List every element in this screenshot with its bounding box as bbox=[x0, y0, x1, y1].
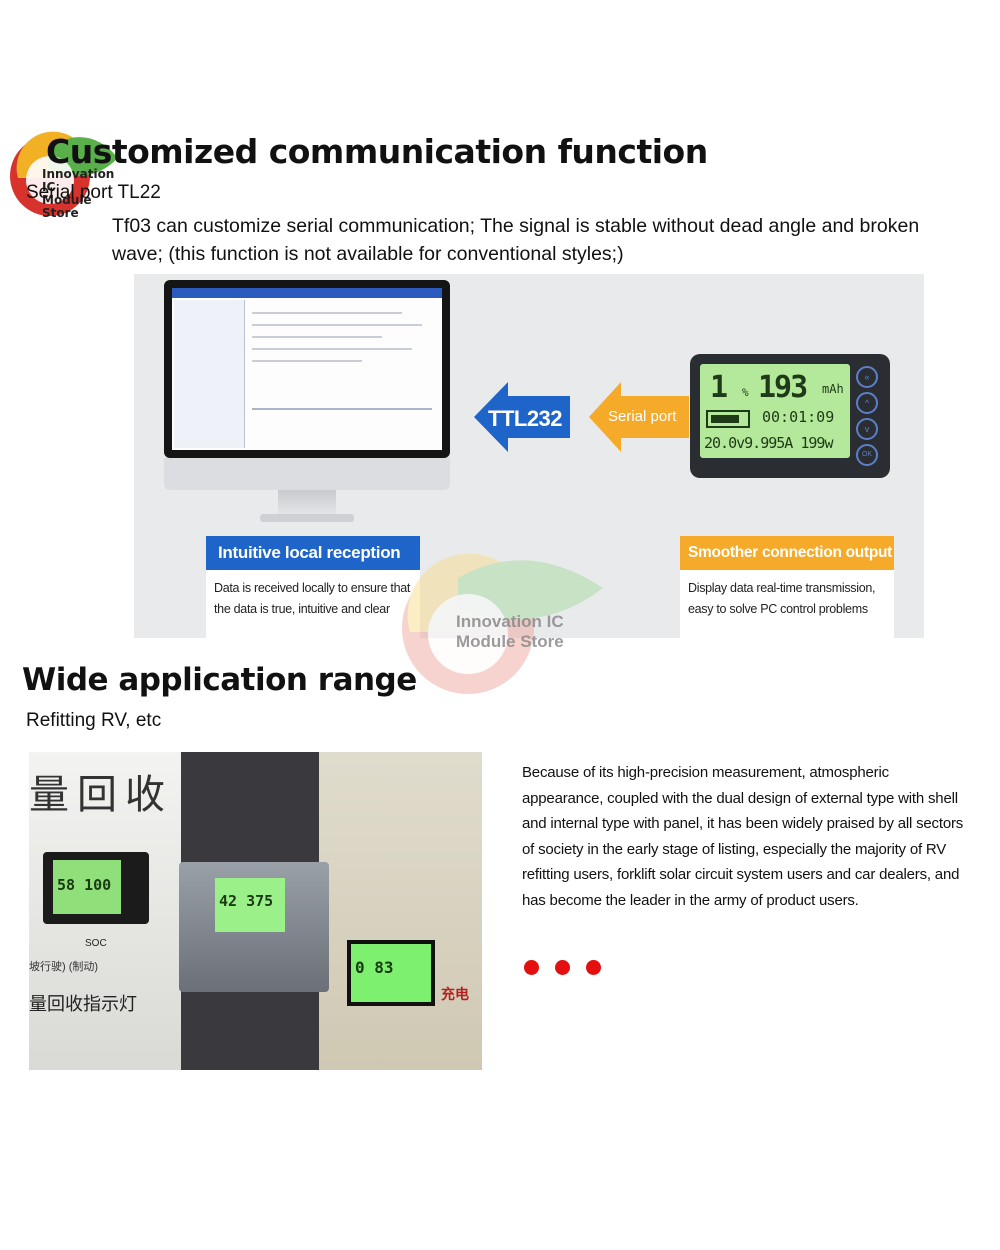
application-photo: 量回收 58 100 SOC 坡行驶) (制动) 量回收指示灯 42 375 0… bbox=[29, 752, 482, 1070]
panel-meter-lcd: 58 100 bbox=[53, 860, 121, 914]
data-line bbox=[252, 312, 402, 314]
section2-heading: Wide application range bbox=[22, 662, 417, 698]
watermark-line1: Innovation IC bbox=[456, 612, 564, 631]
data-line bbox=[252, 360, 362, 362]
monitor-stand bbox=[278, 490, 336, 516]
software-settings-pane bbox=[174, 300, 245, 448]
watermark-logo-icon bbox=[402, 553, 603, 694]
photo-wall: 量回收 58 100 SOC 坡行驶) (制动) 量回收指示灯 bbox=[29, 752, 181, 1070]
card-text: Data is received locally to ensure that … bbox=[214, 581, 411, 616]
monitor-chin bbox=[164, 458, 450, 490]
watermark-text: Innovation IC Module Store bbox=[456, 612, 564, 652]
carousel-dot-2[interactable] bbox=[555, 960, 570, 975]
watermark-line2: Module Store bbox=[456, 632, 564, 651]
lcd-unit: mAh bbox=[822, 382, 844, 396]
lcd-capacity-value: 193 bbox=[758, 370, 808, 405]
lcd1-reading: 58 100 bbox=[57, 876, 112, 894]
indicator-labels: 坡行驶) (制动) bbox=[29, 961, 99, 973]
down-button-icon: v bbox=[856, 418, 878, 440]
section1-intro: Tf03 can customize serial communication;… bbox=[112, 215, 920, 265]
wall-characters: 量回收 bbox=[29, 772, 173, 818]
lcd3-reading: 0 83 bbox=[355, 958, 394, 977]
lcd-time: 00:01:09 bbox=[762, 408, 835, 426]
application-description: Because of its high-precision measuremen… bbox=[522, 764, 964, 909]
arrow-left-icon bbox=[589, 382, 689, 452]
lcd-readings: 20.0v9.995A 199w bbox=[704, 434, 833, 452]
embedded-meter-lcd: 0 83 bbox=[347, 940, 435, 1006]
meter-lcd: 1 % 193 mAh 00:01:09 20.0v9.995A 199w bbox=[700, 364, 850, 458]
panel-meter: 58 100 bbox=[43, 852, 149, 924]
computer-monitor bbox=[164, 280, 452, 526]
feature-card-connection-output: Smoother connection output Display data … bbox=[680, 536, 894, 638]
lcd-percent: % bbox=[742, 386, 749, 399]
carousel-dot-1[interactable] bbox=[524, 960, 539, 975]
battery-icon bbox=[706, 410, 750, 428]
monitor-foot bbox=[260, 514, 354, 522]
store-logo: Innovation IC Module Store bbox=[8, 128, 118, 228]
photo-cabinet bbox=[319, 752, 482, 1070]
serial-port-label: Serial port bbox=[608, 408, 677, 425]
charging-label: 充电 bbox=[441, 986, 469, 1002]
monitor-screen bbox=[172, 288, 442, 450]
up-button-icon: ^ bbox=[856, 392, 878, 414]
logo-text-line2: Module Store bbox=[42, 193, 92, 220]
battery-meter-device: 1 % 193 mAh 00:01:09 20.0v9.995A 199w « … bbox=[690, 354, 890, 478]
card-title: Intuitive local reception bbox=[206, 536, 420, 570]
data-line bbox=[252, 348, 412, 350]
data-line bbox=[252, 336, 382, 338]
card-title: Smoother connection output bbox=[680, 536, 894, 570]
software-window bbox=[172, 298, 442, 450]
carousel-dot-3[interactable] bbox=[586, 960, 601, 975]
soc-label: SOC bbox=[85, 938, 107, 949]
data-line bbox=[252, 324, 422, 326]
card-text: Display data real-time transmission, eas… bbox=[688, 581, 876, 616]
leaf-logo-icon bbox=[10, 131, 118, 216]
external-meter-lcd: 42 375 bbox=[215, 878, 285, 932]
lcd-prefix: 1 bbox=[710, 370, 728, 405]
section1-heading: Customized communication function bbox=[46, 132, 708, 171]
ok-button-icon: OK bbox=[856, 444, 878, 466]
section2-subheading: Refitting RV, etc bbox=[26, 710, 162, 731]
ttl232-label: TTL232 bbox=[488, 406, 563, 431]
logo-text: Innovation IC Module Store bbox=[42, 168, 118, 220]
back-button-icon: « bbox=[856, 366, 878, 388]
logo-text-line1: Innovation IC bbox=[42, 167, 115, 194]
section1-subheading: Serial port TL22 bbox=[26, 182, 161, 203]
lcd2-reading: 42 375 bbox=[219, 892, 274, 910]
data-line bbox=[252, 408, 432, 410]
arrow-left-icon bbox=[474, 382, 570, 452]
software-title-bar bbox=[172, 288, 442, 298]
communication-panel: TTL232 Serial port 1 % 193 mAh 00:01:09 … bbox=[134, 274, 924, 638]
monitor-bezel bbox=[164, 280, 450, 458]
feature-card-local-reception: Intuitive local reception Data is receiv… bbox=[206, 536, 420, 638]
indicator-title: 量回收指示灯 bbox=[29, 994, 137, 1015]
